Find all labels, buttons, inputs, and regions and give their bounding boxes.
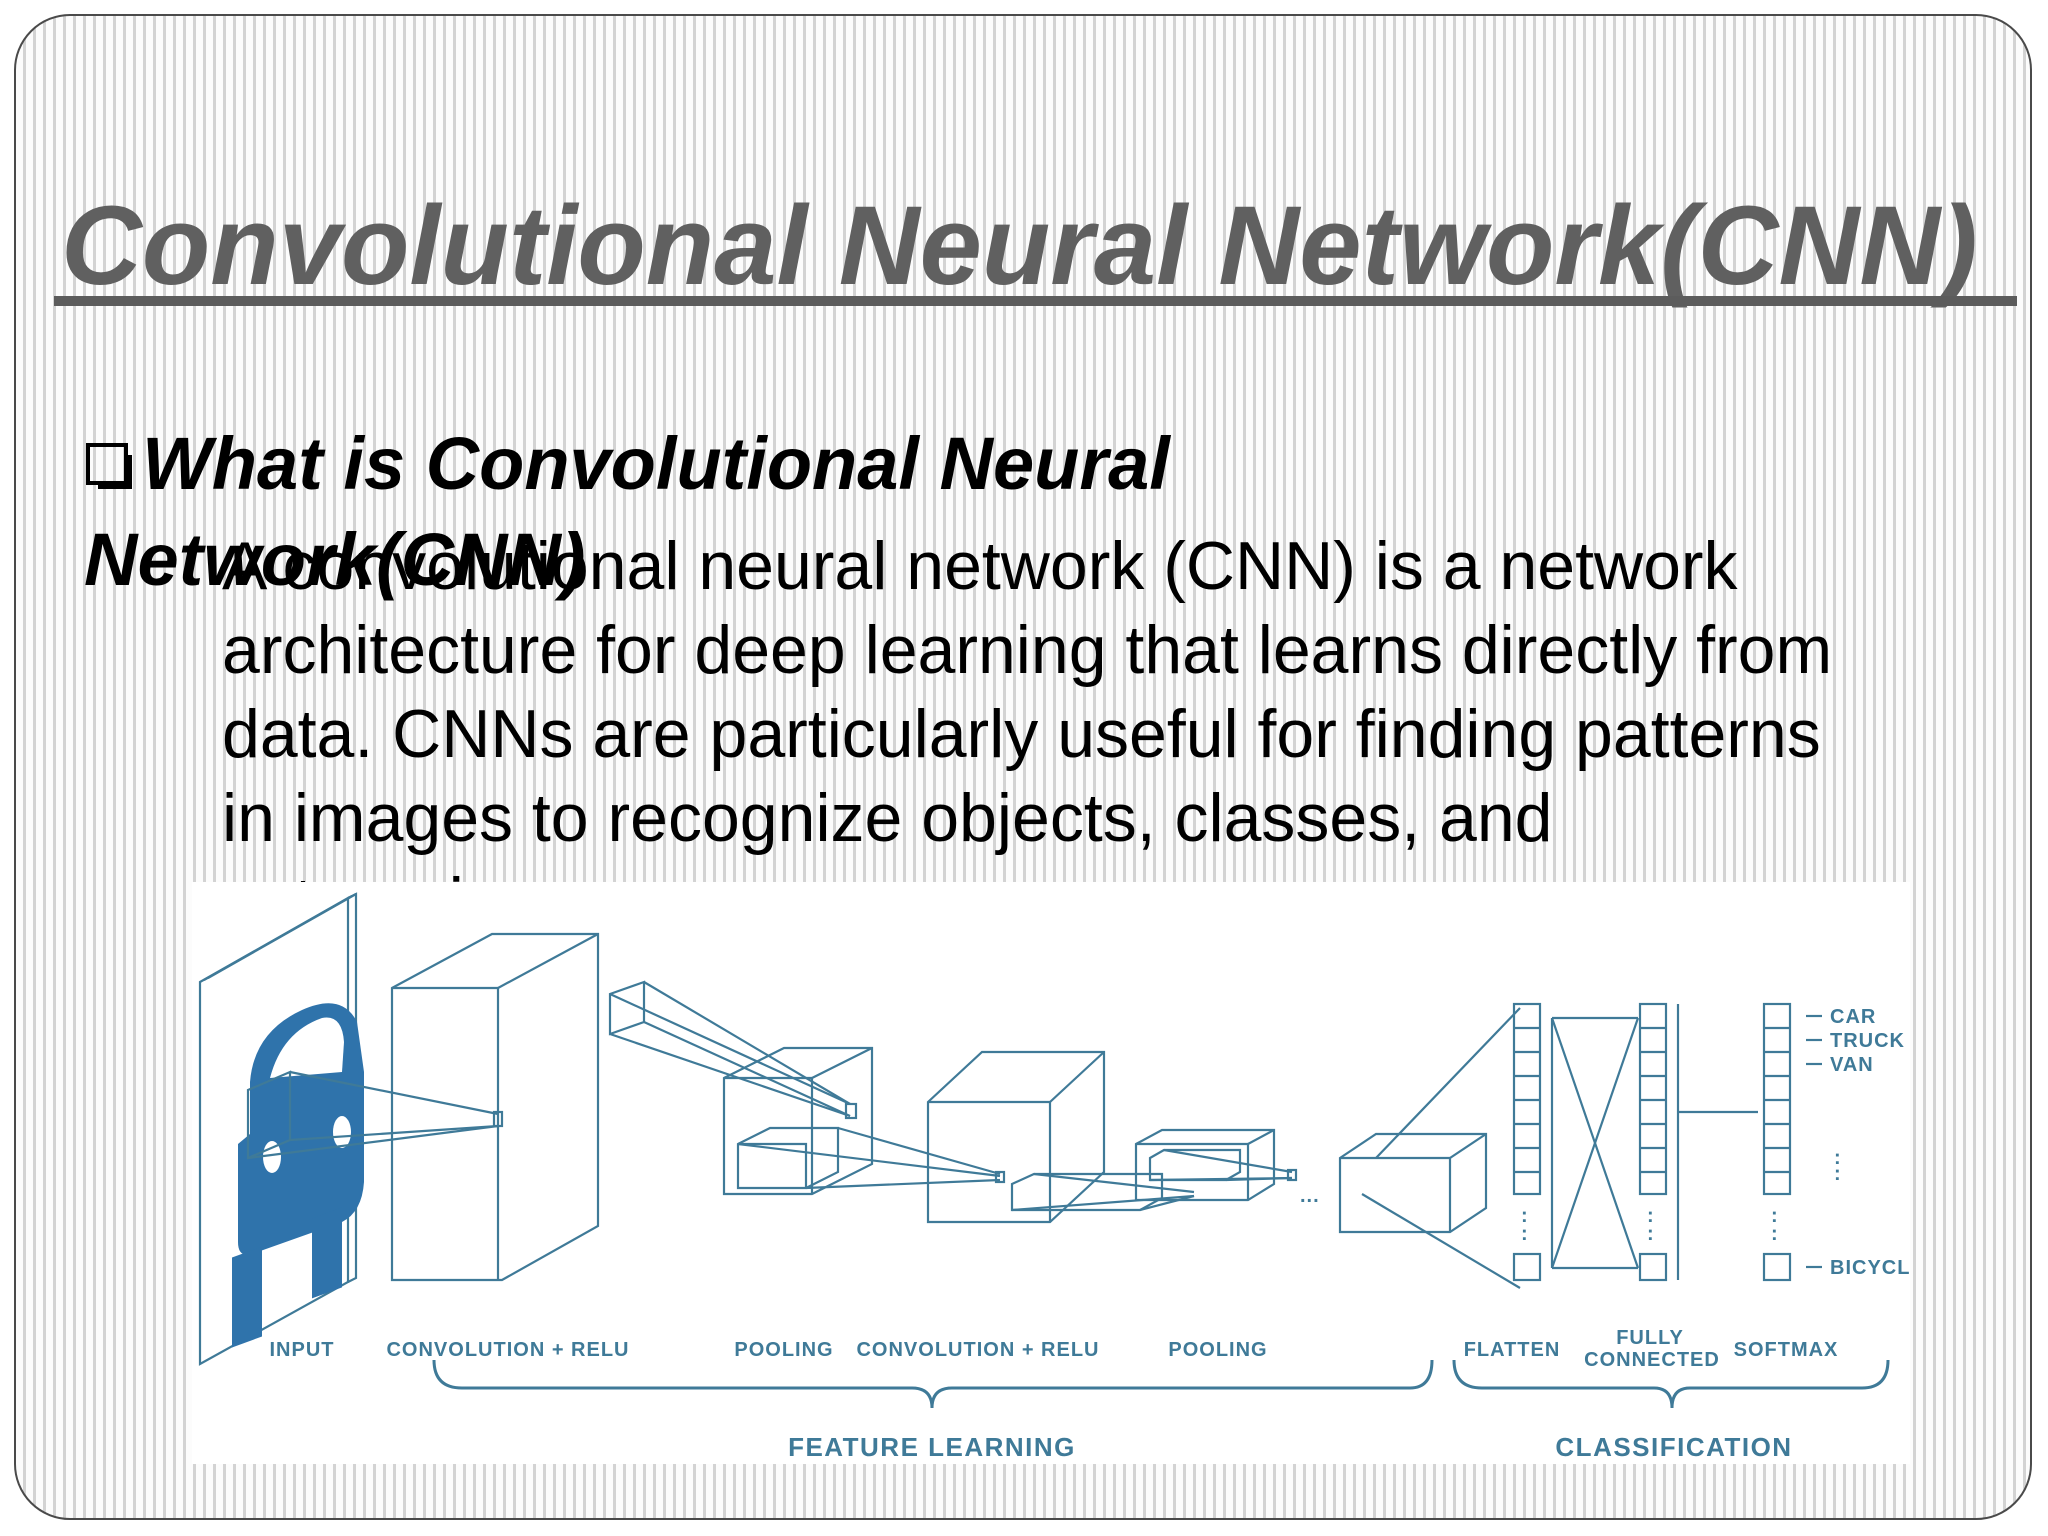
group-label-classification: CLASSIFICATION xyxy=(1555,1432,1792,1462)
stage-label-connected: CONNECTED xyxy=(1584,1349,1720,1371)
svg-text::: : xyxy=(1771,1223,1779,1245)
checkbox-bullet-icon xyxy=(84,420,136,489)
stage-label-fully: FULLY xyxy=(1616,1327,1684,1349)
svg-text::: : xyxy=(1771,1205,1779,1227)
slide-frame: Convolutional Neural Network(CNN) A conv… xyxy=(14,14,2032,1520)
pool1-volume xyxy=(722,1046,1006,1196)
slide-title: Convolutional Neural Network(CNN) xyxy=(61,183,1978,308)
input-image-stack xyxy=(198,892,358,1366)
pool2-volume xyxy=(1134,1128,1298,1202)
svg-text::: : xyxy=(1521,1223,1529,1245)
final-feature-map xyxy=(1338,1007,1521,1289)
output-label-van: VAN xyxy=(1830,1054,1874,1076)
conv2-volume xyxy=(926,1050,1195,1224)
svg-text::: : xyxy=(1834,1163,1842,1185)
softmax-column: : : xyxy=(1762,1002,1792,1282)
svg-text::: : xyxy=(1834,1147,1842,1169)
stage-label-conv2: CONVOLUTION + RELU xyxy=(856,1339,1099,1361)
output-label-car: CAR xyxy=(1830,1006,1876,1028)
stage-label-pool2: POOLING xyxy=(1168,1339,1267,1361)
flatten-column: : : xyxy=(1512,1002,1542,1282)
title-underline xyxy=(54,296,2017,306)
svg-text::: : xyxy=(1647,1205,1655,1227)
cnn-architecture-diagram: ... : : xyxy=(192,882,1910,1464)
svg-text::: : xyxy=(1647,1223,1655,1245)
classification-brace xyxy=(1452,1359,1890,1409)
group-label-feature-learning: FEATURE LEARNING xyxy=(788,1432,1076,1462)
stage-label-pool1: POOLING xyxy=(734,1339,833,1361)
feature-learning-brace xyxy=(432,1359,1434,1409)
car-icon xyxy=(232,1003,364,1348)
section-heading-text: What is Convolutional Neural Network(CNN… xyxy=(84,422,1170,601)
output-label-truck: TRUCK xyxy=(1830,1030,1905,1052)
fully-connected-column: : : xyxy=(1638,1002,1668,1282)
stage-label-flatten: FLATTEN xyxy=(1464,1339,1561,1361)
stage-label-conv1: CONVOLUTION + RELU xyxy=(386,1339,629,1361)
stage-label-softmax: SOFTMAX xyxy=(1734,1339,1839,1361)
svg-text::: : xyxy=(1521,1205,1529,1227)
section-heading: What is Convolutional Neural Network(CNN… xyxy=(84,416,1484,608)
diagram-ellipsis: ... xyxy=(1300,1185,1320,1207)
stage-label-input: INPUT xyxy=(270,1339,335,1361)
output-label-bicycle: BICYCLE xyxy=(1830,1257,1910,1279)
